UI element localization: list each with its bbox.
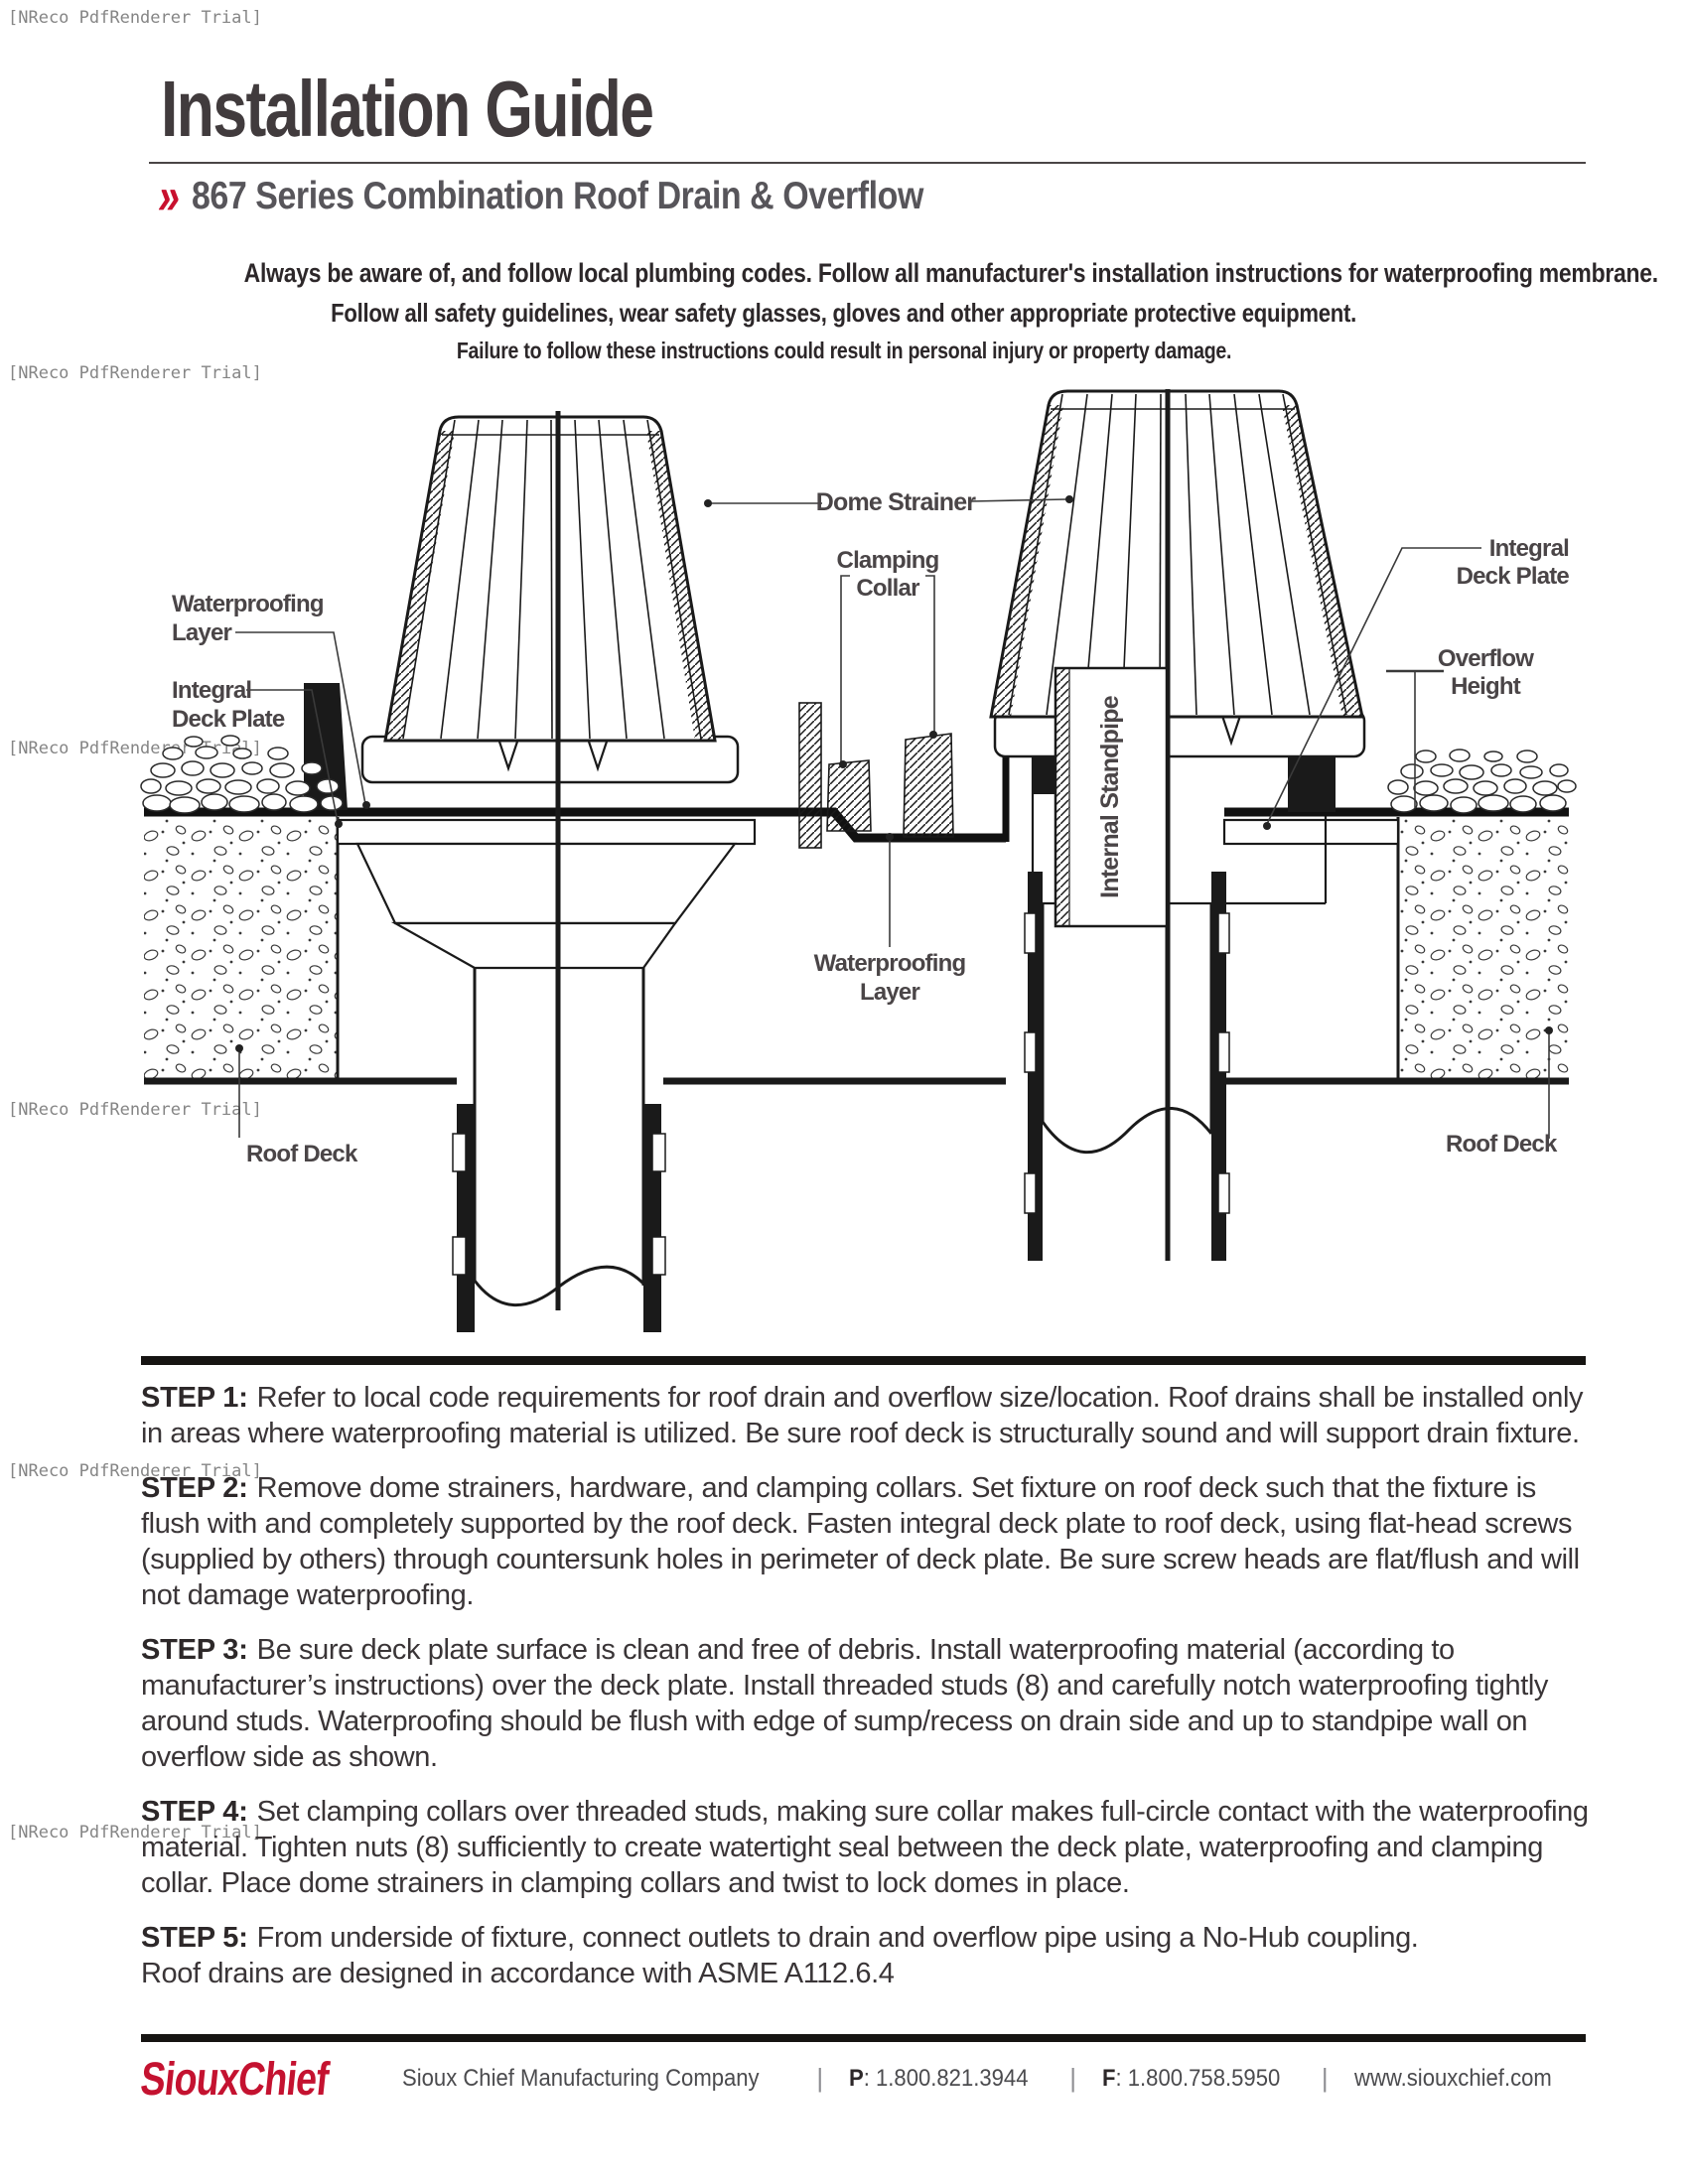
step-4-label: STEP 4: (141, 1796, 248, 1828)
step-5-text-line2: Roof drains are designed in accordance w… (141, 1958, 895, 1989)
footer-divider: | (1069, 2063, 1077, 2093)
step-5: STEP 5:From underside of fixture, connec… (141, 1920, 1589, 1991)
leader-dots (235, 495, 1553, 1052)
dome-strainer-label: Dome Strainer (816, 488, 977, 516)
footer-divider: | (816, 2063, 824, 2093)
waterproofing-layer-center-label-line2: Layer (860, 979, 920, 1006)
gravel-right (1387, 749, 1577, 814)
clamping-collar-label-line1: Clamping (837, 547, 939, 574)
title-divider (149, 162, 1586, 164)
internal-standpipe: Internal Standpipe (1054, 666, 1169, 928)
step-1: STEP 1:Refer to local code requirements … (141, 1380, 1589, 1451)
step-2-label: STEP 2: (141, 1472, 248, 1504)
warning-line-3: Failure to follow these instructions cou… (456, 338, 1232, 363)
warning-line-2: Follow all safety guidelines, wear safet… (331, 298, 1357, 328)
waterproofing-layer-left-label-line2: Layer (172, 619, 232, 646)
step-1-label: STEP 1: (141, 1382, 248, 1414)
deck-plate-left (336, 818, 757, 846)
step-3-label: STEP 3: (141, 1634, 248, 1666)
step-2: STEP 2:Remove dome strainers, hardware, … (141, 1470, 1589, 1613)
internal-standpipe-label: Internal Standpipe (1096, 695, 1124, 898)
footer-rule (141, 2034, 1586, 2042)
page-title: Installation Guide (161, 65, 654, 153)
overflow-sump-and-outlet (1024, 756, 1328, 1261)
integral-deck-plate-left-label-line2: Deck Plate (172, 706, 285, 733)
gravel-left (140, 735, 344, 814)
deck-plate-right (1222, 818, 1400, 846)
clamping-collar-label-line2: Collar (856, 575, 919, 602)
step-4: STEP 4:Set clamping collars over threade… (141, 1794, 1589, 1901)
roof-deck-right-label: Roof Deck (1446, 1131, 1558, 1158)
integral-deck-plate-right-label-line1: Integral (1489, 535, 1569, 562)
installation-steps: STEP 1:Refer to local code requirements … (141, 1380, 1589, 2010)
safety-warning: Always be aware of, and follow local plu… (119, 258, 1659, 373)
overflow-height-label-line1: Overflow (1438, 645, 1534, 672)
step-1-text: Refer to local code requirements for roo… (141, 1382, 1584, 1449)
warning-line-1: Always be aware of, and follow local plu… (243, 258, 1659, 288)
roof-deck-left-label: Roof Deck (246, 1141, 358, 1167)
waterproofing-layer-center-label-line1: Waterproofing (814, 950, 966, 977)
integral-deck-plate-left-label-line1: Integral (172, 677, 251, 704)
roof-deck-section-left (144, 817, 340, 1079)
watermark-text: [NReco PdfRenderer Trial] (8, 1823, 262, 1843)
watermark-text: [NReco PdfRenderer Trial] (8, 363, 262, 383)
footer-divider: | (1321, 2063, 1329, 2093)
website-url: www.siouxchief.com (1353, 2064, 1552, 2092)
step-2-text: Remove dome strainers, hardware, and cla… (141, 1472, 1580, 1611)
step-5-text: From underside of fixture, connect outle… (256, 1922, 1419, 1954)
watermark-text: [NReco PdfRenderer Trial] (8, 1461, 262, 1481)
company-name: Sioux Chief Manufacturing Company (402, 2064, 761, 2092)
step-4-text: Set clamping collars over threaded studs… (141, 1796, 1589, 1899)
drain-sump-and-outlet (355, 842, 738, 1332)
threaded-stud-and-collar-sections (798, 702, 954, 849)
leader-lines (235, 498, 1550, 1139)
phone-number: P: 1.800.821.3944 (849, 2064, 1029, 2092)
subtitle-row: » 867 Series Combination Roof Drain & Ov… (154, 168, 1033, 225)
roof-drain-cross-section-diagram: Internal Standpipe (140, 389, 1577, 1332)
fax-number: F: 1.800.758.5950 (1102, 2064, 1281, 2092)
waterproofing-layer-left-label-line1: Waterproofing (172, 591, 324, 617)
steps-top-rule (141, 1356, 1586, 1365)
footer: SiouxChief Sioux Chief Manufacturing Com… (138, 2051, 1586, 2106)
watermark-text: [NReco PdfRenderer Trial] (8, 8, 262, 28)
step-3-text: Be sure deck plate surface is clean and … (141, 1634, 1548, 1773)
double-chevron-icon: » (154, 168, 181, 225)
dome-strainer-left (383, 411, 717, 1310)
series-subtitle: 867 Series Combination Roof Drain & Over… (191, 175, 923, 217)
roof-deck-section-right (1396, 817, 1569, 1079)
step-3: STEP 3:Be sure deck plate surface is cle… (141, 1632, 1589, 1775)
integral-deck-plate-right-label-line2: Deck Plate (1457, 563, 1570, 590)
overflow-height-label-line2: Height (1451, 673, 1521, 700)
step-5-label: STEP 5: (141, 1922, 248, 1954)
watermark-text: [NReco PdfRenderer Trial] (8, 1100, 262, 1120)
sioux-chief-logo: SiouxChief (138, 2052, 332, 2105)
